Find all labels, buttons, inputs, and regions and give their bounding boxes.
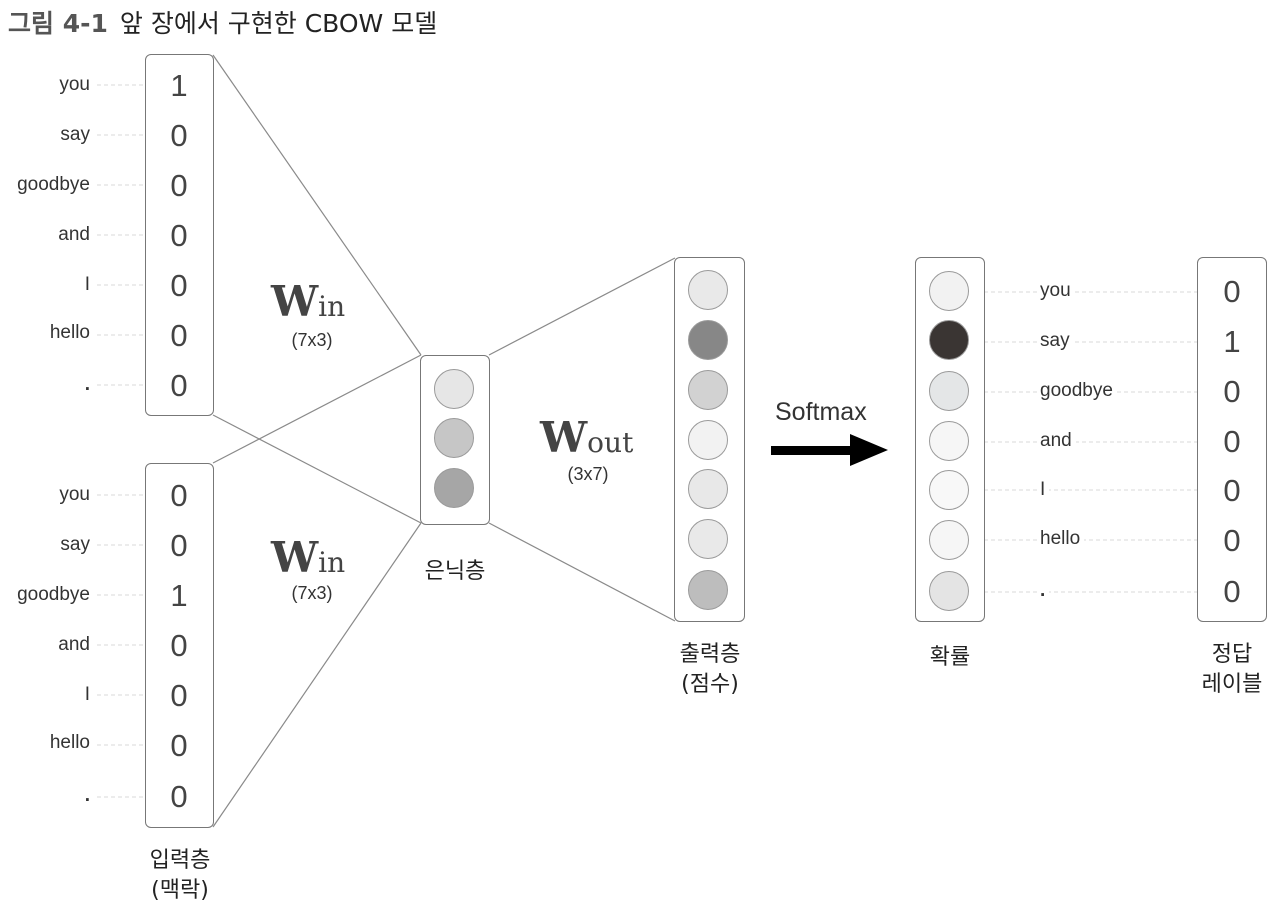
answer-label-title: 정답 <box>1211 642 1253 667</box>
output-node <box>688 570 728 610</box>
input-top-word: I <box>84 274 90 295</box>
input-top-value: 0 <box>170 318 188 353</box>
input-top-value: 1 <box>170 68 188 103</box>
output-word: you <box>1040 280 1075 302</box>
input-bottom-value: 0 <box>170 728 188 763</box>
w-in-top-dim: (7x3) <box>291 330 333 350</box>
input-top-word: goodbye <box>17 174 90 195</box>
probability-node <box>929 271 969 311</box>
figure-title: 앞 장에서 구현한 CBOW 모델 <box>119 9 438 38</box>
w-out-label: Wout <box>540 413 633 462</box>
input-bottom-word: I <box>84 684 90 705</box>
answer-value: 0 <box>1223 574 1241 609</box>
answer-value: 0 <box>1223 473 1241 508</box>
probability-box <box>915 257 985 622</box>
output-word: . <box>1040 580 1050 602</box>
output-node <box>688 270 728 310</box>
output-node <box>688 420 728 460</box>
answer-value: 1 <box>1223 324 1241 359</box>
answer-label-subtitle: 레이블 <box>1201 672 1263 697</box>
input-bottom-word: you <box>59 484 90 505</box>
probability-node <box>929 571 969 611</box>
input-bottom-vector: 0 0 1 0 0 0 0 <box>145 463 214 828</box>
w-in-top-letter: W <box>271 277 319 326</box>
probability-node <box>929 520 969 560</box>
output-node <box>688 370 728 410</box>
input-top-word: . <box>84 374 90 395</box>
hidden-layer-box <box>420 355 490 525</box>
input-bottom-word: . <box>84 785 90 806</box>
input-bottom-word: hello <box>49 732 90 753</box>
output-layer-title: 출력층 <box>679 642 741 667</box>
answer-label: 정답 레이블 <box>1182 640 1280 700</box>
input-top-word: say <box>60 124 90 145</box>
w-in-top-label: Win <box>271 277 345 326</box>
input-top-value: 0 <box>170 118 188 153</box>
figure-caption: 그림 4-1 앞 장에서 구현한 CBOW 모델 <box>8 4 437 40</box>
input-bottom-word: say <box>60 534 90 555</box>
answer-value: 0 <box>1223 274 1241 309</box>
input-layer-title: 입력층 <box>149 848 211 873</box>
input-top-value: 0 <box>170 218 188 253</box>
output-node <box>688 469 728 509</box>
input-bottom-value: 0 <box>170 528 188 563</box>
output-layer-label: 출력층 (점수) <box>660 640 760 700</box>
w-in-bottom-dim: (7x3) <box>291 583 333 603</box>
answer-label-vector: 0 1 0 0 0 0 0 <box>1197 257 1267 622</box>
input-bottom-value: 1 <box>170 578 188 613</box>
input-top-value: 0 <box>170 368 188 403</box>
input-top-value: 0 <box>170 268 188 303</box>
input-top-value: 0 <box>170 168 188 203</box>
input-layer-subtitle: (맥락) <box>151 878 209 903</box>
w-out-dim: (3x7) <box>567 464 609 484</box>
output-word: and <box>1040 430 1076 452</box>
output-node <box>688 519 728 559</box>
answer-value: 0 <box>1223 424 1241 459</box>
input-bottom-word: and <box>58 634 90 655</box>
output-layer-subtitle: (점수) <box>681 672 739 697</box>
output-word: hello <box>1040 528 1085 550</box>
w-out-subscript: out <box>587 426 634 459</box>
output-node <box>688 320 728 360</box>
input-bottom-value: 0 <box>170 779 188 814</box>
probability-node <box>929 421 969 461</box>
output-word: goodbye <box>1040 380 1117 402</box>
probability-node <box>929 320 969 360</box>
w-out-letter: W <box>540 413 588 462</box>
input-top-word: and <box>58 224 90 245</box>
input-bottom-value: 0 <box>170 478 188 513</box>
probability-node <box>929 371 969 411</box>
input-top-word: you <box>59 74 90 95</box>
figure-number: 그림 4-1 <box>8 9 108 38</box>
input-layer-label: 입력층 (맥락) <box>128 846 232 906</box>
answer-value: 0 <box>1223 374 1241 409</box>
input-bottom-value: 0 <box>170 628 188 663</box>
output-word: say <box>1040 330 1074 352</box>
answer-value: 0 <box>1223 523 1241 558</box>
hidden-node <box>434 369 474 409</box>
input-top-vector: 1 0 0 0 0 0 0 <box>145 54 214 416</box>
output-word: I <box>1040 479 1050 501</box>
output-layer-box <box>674 257 745 622</box>
hidden-layer-label: 은닉층 <box>424 559 486 584</box>
w-in-top-subscript: in <box>318 290 346 323</box>
hidden-node <box>434 418 474 458</box>
softmax-label: Softmax <box>775 398 867 426</box>
input-bottom-value: 0 <box>170 678 188 713</box>
input-top-word: hello <box>49 322 90 343</box>
probability-node <box>929 470 969 510</box>
hidden-node <box>434 468 474 508</box>
w-in-bottom-label: Win <box>271 533 345 582</box>
w-in-bottom-letter: W <box>271 533 319 582</box>
w-in-bottom-subscript: in <box>318 546 346 579</box>
input-bottom-word: goodbye <box>17 584 90 605</box>
softmax-arrow <box>771 434 888 466</box>
probability-label: 확률 <box>929 645 971 670</box>
